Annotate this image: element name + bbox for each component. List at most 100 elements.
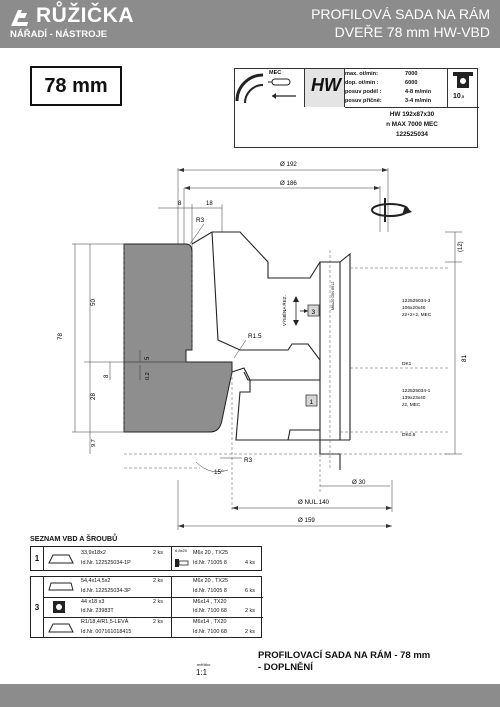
insert-3a-icon	[48, 582, 74, 591]
mec-cell: MEC	[265, 69, 305, 107]
scale-label: měřítko	[197, 662, 211, 667]
logo-subtitle: NÁŘADÍ - NÁSTROJE	[10, 29, 108, 40]
spec-summary: HW 192x87x30 n MAX 7000 MEC 122525034	[345, 107, 479, 149]
g1-screw-id: Id.Nr. 71005 8	[193, 560, 227, 566]
g1-screw-size: M6x 20 , TX25	[193, 550, 228, 556]
dim-186: Ø 186	[280, 180, 297, 187]
mec-label: MEC	[269, 70, 282, 76]
dim-28: 28	[90, 393, 97, 400]
box1-label: 1	[310, 399, 314, 406]
footer-title: PROFILOVACÍ SADA NA RÁM - 78 mm - DOPLNĚ…	[258, 650, 430, 674]
spec1-b: 139x23x40	[402, 395, 426, 401]
g3c-qty: 2 ks	[153, 619, 163, 625]
g1-screw-ref: 6,8x20	[175, 548, 188, 553]
g1-screw-qty: 4 ks	[245, 560, 255, 566]
parts-group-1: 1 33,9x18x2 2 ks Id.Nr. 122525034-1P 6,8…	[30, 546, 262, 571]
dim-8: 8	[178, 201, 182, 207]
badge-value: 10	[453, 93, 461, 100]
g3c-screw-qty: 2 ks	[245, 629, 255, 635]
g3c-screw: M6x14 , TX20	[193, 619, 227, 625]
badge-unit: ,5	[460, 94, 465, 99]
g3b-size: 44 x18 x3	[81, 599, 105, 605]
insert-3c-icon	[48, 623, 74, 633]
cutter-outline	[191, 231, 351, 470]
dim-02: 0.2	[145, 372, 151, 380]
dim-159: Ø 159	[298, 517, 315, 524]
g3a-screw: M6x 20 , TX25	[193, 578, 228, 584]
spec-line1: HW 192x87x30	[389, 111, 435, 118]
dk1-label: DK1	[402, 361, 412, 367]
g3a-size: 54,4x14,5x2	[81, 578, 111, 584]
logo-icon	[11, 10, 28, 26]
spec-row-1-label: dop. ot/min :	[345, 80, 379, 86]
parts-group-3: 3 54,4x14,5x2 2 ks Id.Nr. 122525034-3P M…	[30, 576, 263, 638]
g3b-screw-qty: 2 ks	[245, 608, 255, 614]
vymena-arrow-icon	[293, 296, 299, 326]
page-title-line1: PROFILOVÁ SADA NA RÁM	[311, 6, 490, 22]
workpiece-profile	[123, 243, 233, 433]
spec-row-3-label: posuv příčně:	[345, 98, 382, 104]
box3-label: 3	[312, 309, 316, 316]
g1-size: 33,9x18x2	[81, 550, 106, 556]
spec-row-1-value: 6000	[405, 80, 418, 86]
size-label: 78 mm	[30, 66, 122, 106]
spec-row-2-value: 4-8 m/min	[405, 89, 432, 95]
insert-icon	[453, 72, 473, 88]
spec3-c: z2+2+2, MEC	[402, 312, 432, 318]
g3c-size: R1/18,4/R1,5-LEVÁ	[81, 619, 129, 625]
footer-title-line2: - DOPLNĚNÍ	[258, 662, 313, 673]
g3a-screw-qty: 6 ks	[245, 588, 255, 594]
g1-qty: 2 ks	[153, 550, 163, 556]
spec-row-2-label: posuv podél :	[345, 89, 382, 95]
hw-cell: HW	[305, 69, 345, 107]
g3a-qty: 2 ks	[153, 578, 163, 584]
g3b-id: Id.Nr. 23983T	[81, 608, 114, 614]
dim-5: 5	[145, 356, 151, 360]
technical-drawing: Ø 192 Ø 186 8 18 (12)	[57, 161, 468, 530]
spec1-a: 122525034-1	[402, 388, 431, 394]
dim-97: 9.7	[91, 439, 97, 447]
group-1-number: 1	[31, 547, 44, 570]
footer-bar	[0, 684, 500, 707]
screw-1-icon	[175, 559, 189, 567]
hw-label: HW	[311, 75, 341, 95]
feed-icon	[268, 78, 296, 99]
g3b-screw: M6x14 , TX20	[193, 599, 227, 605]
dk05-label: DK0,5	[402, 432, 416, 438]
g3b-screw-id: Id.Nr. 7100 68	[193, 608, 227, 614]
spec3-b: 106x20x40	[402, 305, 426, 311]
g3b-qty: 2 ks	[153, 599, 163, 605]
insert-1-icon	[48, 554, 74, 564]
g1-id: Id.Nr. 122525034-1P	[81, 560, 131, 566]
cutter-icon	[235, 73, 264, 104]
logo-text: RŮŽIČKA	[36, 4, 134, 27]
vymena-label: VÝMĚNA ŘEZ.	[280, 295, 287, 326]
r3-top: R3	[196, 217, 205, 224]
dim-81: 81	[461, 355, 468, 362]
footer-title-line1: PROFILOVACÍ SADA NA RÁM - 78 mm	[258, 650, 431, 661]
dim-18: 18	[206, 201, 213, 207]
g3a-screw-id: Id.Nr. 71005 8	[193, 588, 227, 594]
r15: R1.5	[248, 333, 262, 340]
spec-box: MEC HW max. ot/min: 7000 dop. ot/min : 6…	[234, 68, 479, 149]
g3c-id: Id.Nr. 007161018415	[81, 629, 132, 635]
parts-title: SEZNAM VBD A ŠROUBŮ	[30, 534, 118, 543]
dim-50: 50	[90, 299, 97, 306]
header-bar: RŮŽIČKA NÁŘADÍ - NÁSTROJE PROFILOVÁ SADA…	[0, 0, 500, 48]
g3a-id: Id.Nr. 122525034-3P	[81, 588, 131, 594]
spec-line2: n MAX 7000 MEC	[386, 121, 438, 128]
dim-30: Ø 30	[352, 479, 366, 486]
group-3-number: 3	[31, 577, 44, 637]
dim-12: (12)	[458, 241, 464, 252]
spec3-a: 122525034-3	[402, 298, 431, 304]
spec-row-3-value: 3-4 m/min	[405, 98, 432, 104]
g3c-screw-id: Id.Nr. 7100 68	[193, 629, 227, 635]
insert-3b-icon	[53, 601, 65, 613]
spec-row-0-value: 7000	[405, 71, 418, 77]
rotation-arrow-icon	[371, 198, 412, 222]
badge-cell: 10,5	[447, 69, 478, 107]
m6-label: M6x20 DIN 6912	[331, 282, 335, 311]
r3-bottom: R3	[244, 457, 253, 464]
dim-8b: 8	[104, 374, 110, 378]
page-title-line2: DVEŘE 78 mm HW-VBD	[334, 24, 490, 40]
